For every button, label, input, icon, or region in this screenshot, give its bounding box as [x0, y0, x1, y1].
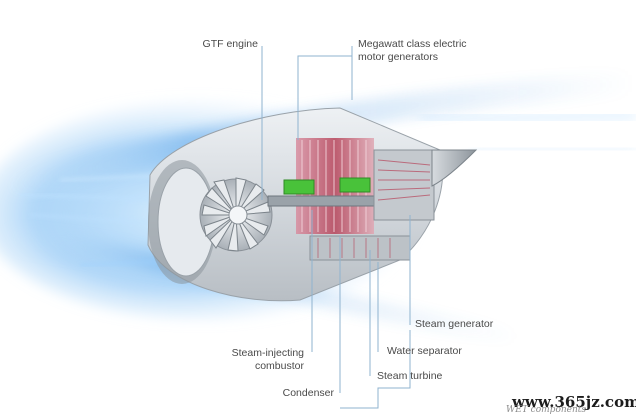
fan-assembly — [199, 177, 273, 252]
label-gtf-engine: GTF engine — [202, 38, 258, 50]
label-combustor-line1: Steam-injecting — [231, 347, 304, 359]
exhaust-cone — [431, 149, 478, 187]
label-combustor-line2: combustor — [254, 360, 304, 372]
watermark-caption: WET components — [506, 405, 587, 415]
leader-base — [340, 330, 411, 409]
label-steam-generator: Steam generator — [415, 318, 494, 330]
label-motor-generators-line1: Megawatt class electric — [358, 38, 467, 50]
motor-generator-section — [267, 138, 435, 261]
leader-lines — [261, 46, 411, 409]
leader-motor-generators — [297, 46, 353, 140]
label-motor-generators-line2: motor generators — [358, 51, 438, 63]
watermark-url: www.365jz.com — [512, 393, 636, 411]
label-condenser: Condenser — [282, 387, 334, 399]
label-water-separator: Water separator — [387, 345, 462, 357]
label-steam-turbine: Steam turbine — [377, 370, 443, 382]
